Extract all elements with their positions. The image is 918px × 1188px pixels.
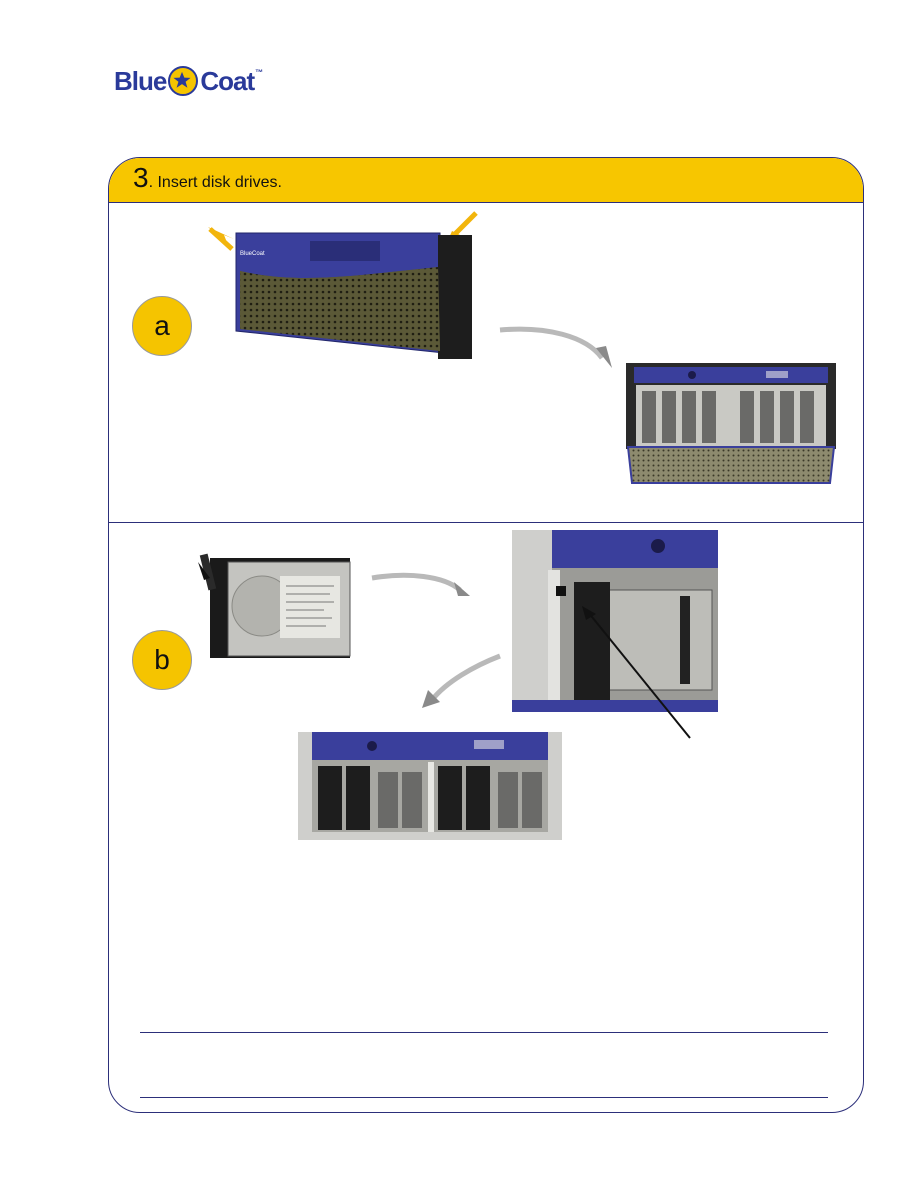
step-title-text: . Insert disk drives. [148,174,282,191]
logo-text-blue: Blue [114,65,167,96]
substep-a-label: a [154,310,170,341]
drive-insertion-image [512,530,718,712]
step-header: 3. Insert disk drives. [109,158,863,203]
brand-logo: Blue Coat ™ [114,64,263,98]
footer-rule-top [140,1032,828,1033]
substep-b-label: b [154,644,170,675]
step-title: 3. Insert disk drives. [133,164,282,192]
disk-drive-image [198,553,351,658]
substep-b-badge: b [132,630,192,690]
logo-star-icon [168,66,199,96]
appliance-open-bays-image [626,363,836,484]
svg-text:BlueCoat: BlueCoat [240,251,265,257]
section-divider [109,522,863,523]
step-number: 3 [133,162,149,193]
drive-latch-arrow-icon [198,562,210,580]
installed-drives-image [298,732,562,840]
appliance-closed-image: BlueCoat [208,211,478,359]
pointer-line-icon [582,606,691,739]
curved-arrow-a-icon [499,326,612,368]
curved-arrow-b1-icon [371,572,470,596]
logo-text-coat: Coat [200,65,255,96]
logo-trademark: ™ [255,68,263,77]
step-frame: 3. Insert disk drives. [108,157,864,1113]
footer-rule-bottom [140,1097,828,1098]
substep-a-badge: a [132,296,192,356]
curved-arrow-b2-icon [422,653,501,708]
